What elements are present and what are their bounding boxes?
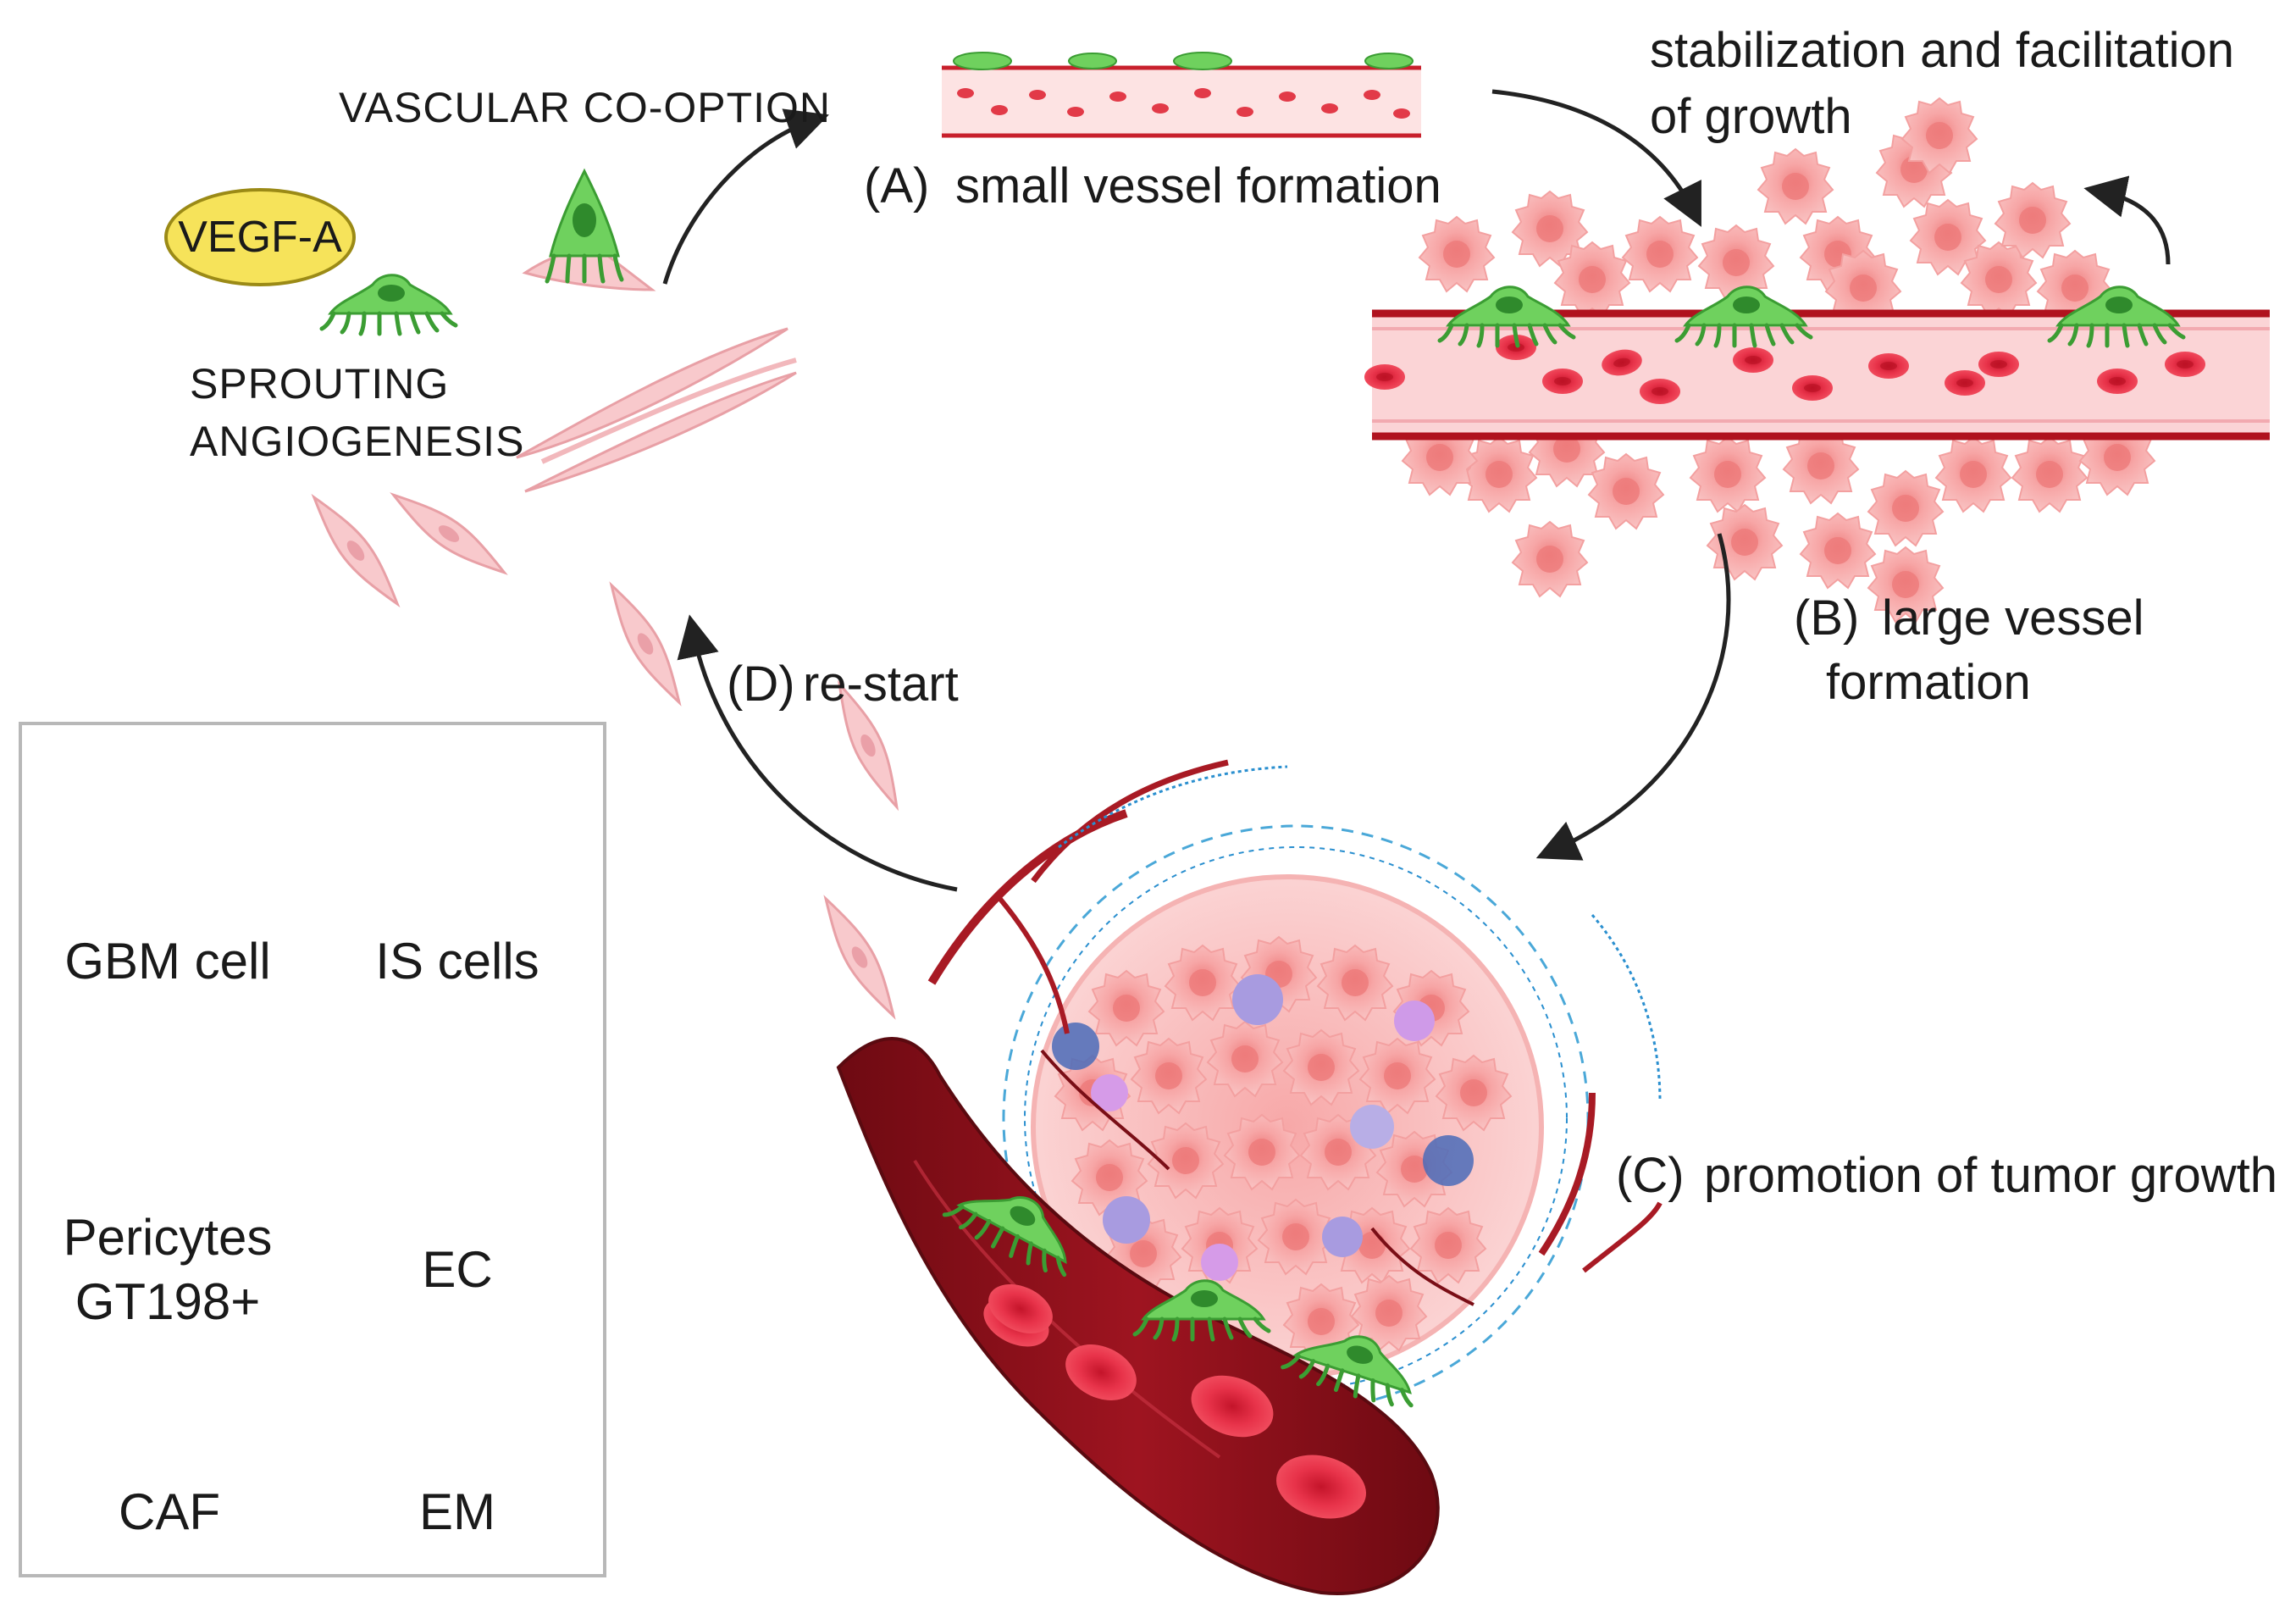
stabilization-line1: stabilization and facilitation xyxy=(1650,23,2234,78)
stabilization-line2: of growth xyxy=(1650,89,1852,144)
legend-gt198-label: GT198+ xyxy=(75,1273,261,1330)
legend-em-label: EM xyxy=(419,1483,495,1540)
angiogenesis-label: ANGIOGENESIS xyxy=(190,418,525,465)
step-d-marker: (D) xyxy=(727,657,795,712)
legend-gbm-label: GBM cell xyxy=(64,933,271,989)
step-b-line2: formation xyxy=(1826,655,2031,710)
step-c-text: promotion of tumor growth xyxy=(1704,1148,2277,1203)
vegf-a-badge: VEGF-A xyxy=(164,188,356,286)
feeding-blood-vessel xyxy=(836,1037,1440,1595)
legend-pericytes-label: Pericytes xyxy=(63,1209,273,1266)
large-vessel-region xyxy=(1364,97,2270,623)
legend-panel xyxy=(19,722,606,1577)
cycle-arrows xyxy=(662,89,2171,892)
vascular-cooption-label: VASCULAR CO-OPTION xyxy=(339,84,832,131)
step-b-line1: large vessel xyxy=(1882,590,2144,646)
legend-ec-label: EC xyxy=(422,1241,493,1298)
tumor-mass xyxy=(927,759,1663,1412)
step-d-text: re-start xyxy=(803,657,959,712)
step-b-marker: (B) xyxy=(1794,590,1860,646)
sprouting-label: SPROUTING xyxy=(190,360,450,407)
legend-caf-label: CAF xyxy=(119,1483,220,1540)
step-a-text: small vessel formation xyxy=(955,158,1441,213)
step-a-marker: (A) xyxy=(864,158,930,213)
step-c-marker: (C) xyxy=(1616,1148,1685,1203)
legend-is-label: IS cells xyxy=(375,933,539,989)
small-vessel xyxy=(942,52,1421,138)
sprouting-angiogenesis-cells xyxy=(302,168,910,1024)
